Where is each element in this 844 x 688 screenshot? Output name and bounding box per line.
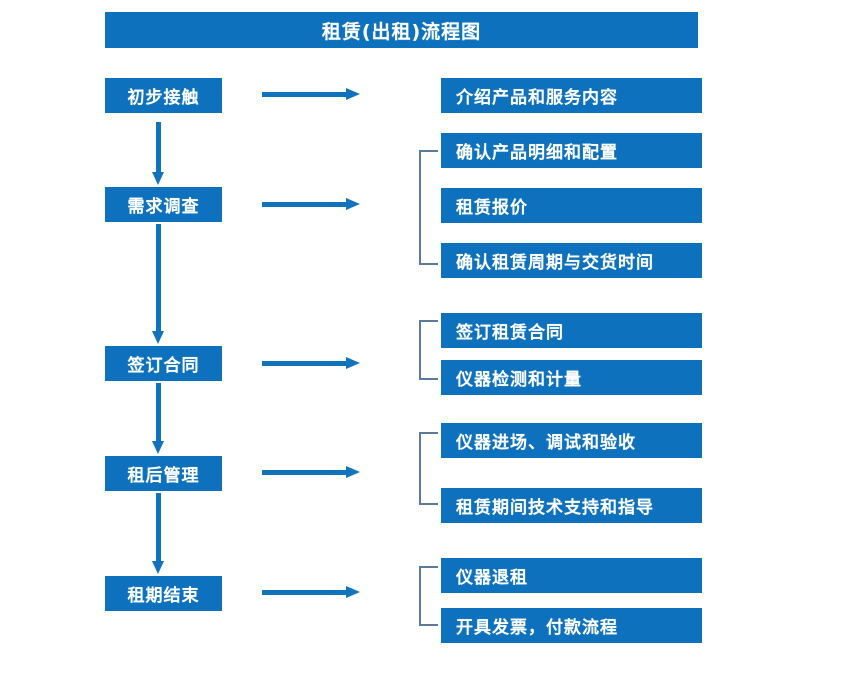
page-title: 租赁(出租)流程图 bbox=[105, 12, 698, 48]
detail-box-10[interactable]: 开具发票，付款流程 bbox=[441, 608, 702, 643]
stage-box-4[interactable]: 租后管理 bbox=[105, 456, 222, 491]
horizontal-arrow-2 bbox=[262, 198, 360, 211]
detail-box-4[interactable]: 确认租赁周期与交货时间 bbox=[441, 243, 702, 278]
detail-box-1[interactable]: 介绍产品和服务内容 bbox=[441, 78, 702, 113]
detail-box-6[interactable]: 仪器检测和计量 bbox=[441, 360, 702, 395]
stage-box-5[interactable]: 租期结束 bbox=[105, 576, 222, 611]
detail-box-7[interactable]: 仪器进场、调试和验收 bbox=[441, 423, 702, 458]
vertical-arrow-4 bbox=[152, 493, 165, 574]
horizontal-arrow-5 bbox=[262, 586, 360, 599]
detail-box-8[interactable]: 租赁期间技术支持和指导 bbox=[441, 488, 702, 523]
detail-box-3[interactable]: 租赁报价 bbox=[441, 188, 702, 223]
stage-box-2[interactable]: 需求调查 bbox=[105, 187, 222, 222]
stage-box-1[interactable]: 初步接触 bbox=[105, 78, 222, 113]
vertical-arrow-2 bbox=[152, 224, 165, 344]
vertical-arrow-1 bbox=[152, 122, 165, 185]
horizontal-arrow-4 bbox=[262, 466, 360, 479]
group-bracket-2 bbox=[419, 150, 438, 265]
detail-box-2[interactable]: 确认产品明细和配置 bbox=[441, 133, 702, 168]
horizontal-arrow-1 bbox=[262, 88, 360, 101]
detail-box-5[interactable]: 签订租赁合同 bbox=[441, 313, 702, 348]
stage-box-3[interactable]: 签订合同 bbox=[105, 346, 222, 381]
group-bracket-3 bbox=[419, 320, 438, 380]
horizontal-arrow-3 bbox=[262, 357, 360, 370]
detail-box-9[interactable]: 仪器退租 bbox=[441, 558, 702, 593]
group-bracket-4 bbox=[419, 432, 438, 505]
group-bracket-5 bbox=[419, 566, 438, 626]
vertical-arrow-3 bbox=[152, 383, 165, 454]
